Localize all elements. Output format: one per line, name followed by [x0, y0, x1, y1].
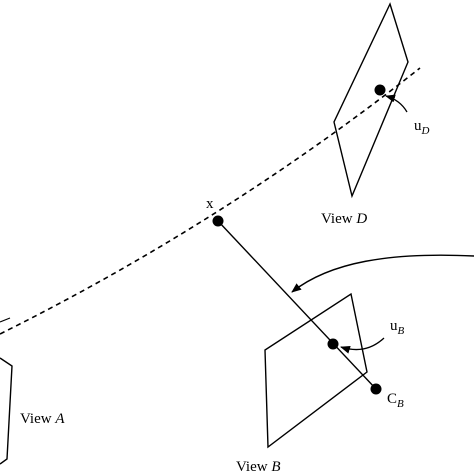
- view-a-plane: [0, 357, 13, 465]
- point-u-b: [327, 338, 339, 350]
- label-x: x: [206, 196, 214, 212]
- u-d-pointer-arrow: [385, 94, 408, 113]
- label-view-a: View A: [20, 411, 65, 427]
- label-view-d: View D: [321, 211, 367, 227]
- projection-line: [217, 220, 377, 390]
- label-u-b: uB: [390, 318, 405, 337]
- point-u-d: [374, 84, 386, 96]
- transfer-arrow: [291, 254, 474, 293]
- view-b-plane: [264, 292, 368, 449]
- label-view-b: View B: [236, 459, 281, 474]
- label-u-d: uD: [414, 118, 430, 137]
- view-d-plane: [333, 2, 409, 199]
- point-x: [212, 215, 224, 227]
- view-a-arrow: [0, 317, 11, 323]
- u-b-pointer-arrow: [340, 337, 385, 354]
- label-c-b: CB: [387, 391, 404, 410]
- point-c-b: [370, 383, 382, 395]
